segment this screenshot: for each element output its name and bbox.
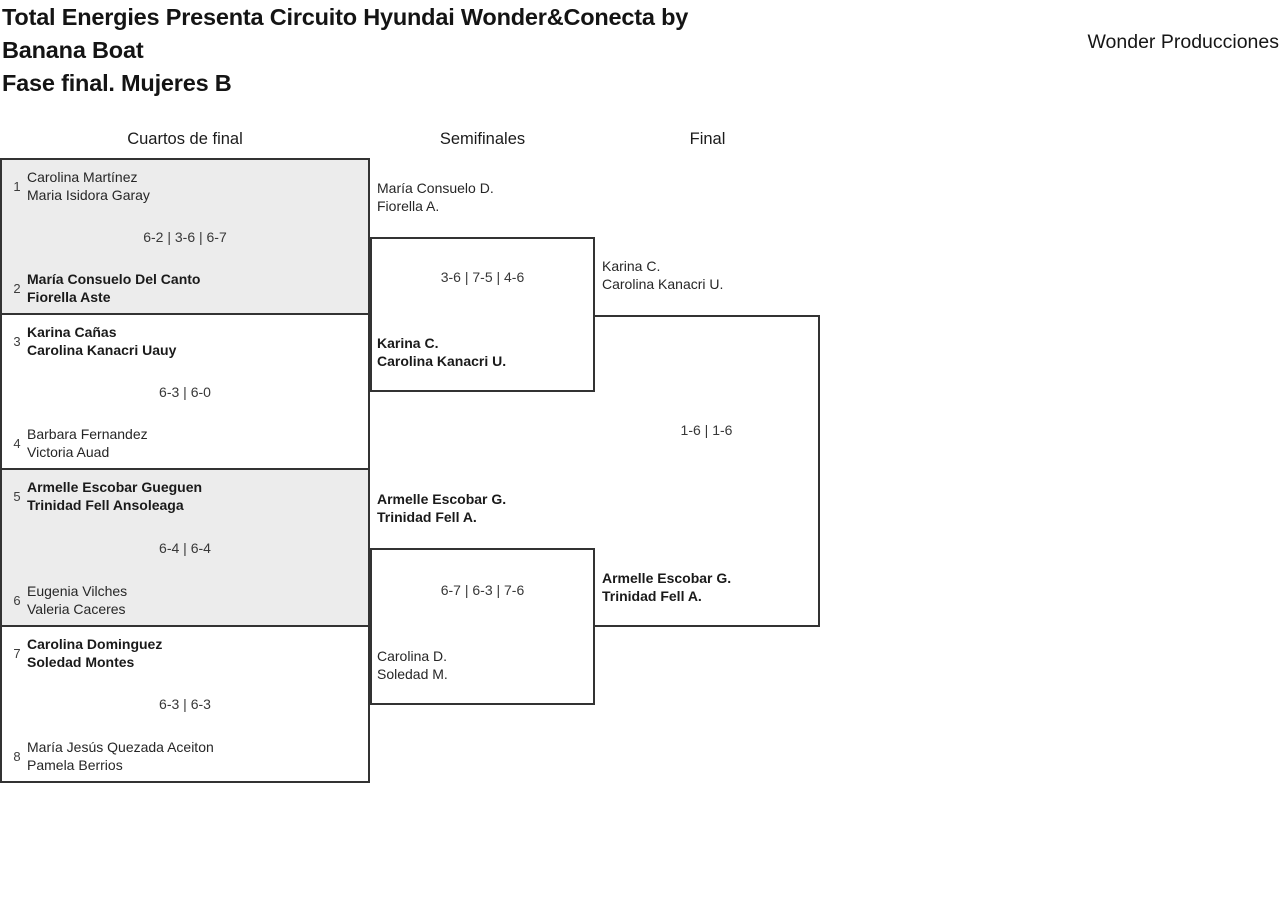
team-names: Carolina Martínez Maria Isidora Garay	[27, 168, 150, 204]
seed-number: 3	[13, 333, 21, 349]
team-row: 8 María Jesús Quezada Aceiton Pamela Ber…	[2, 738, 368, 774]
match-score: 1-6 | 1-6	[680, 422, 733, 438]
final-match: 1-6 | 1-6	[595, 315, 820, 627]
page-title: Total Energies Presenta Circuito Hyundai…	[2, 1, 688, 100]
player-name: Carolina Kanacri U.	[602, 276, 724, 292]
semifinal1-team-bottom: Karina C. Carolina Kanacri U.	[377, 334, 592, 370]
player-name: Carolina D.	[377, 648, 448, 664]
title-line-1: Total Energies Presenta Circuito Hyundai…	[2, 4, 689, 30]
player-name: Trinidad Fell A.	[377, 509, 477, 525]
player-name: María Consuelo Del Canto	[27, 271, 201, 287]
player-name: Carolina Kanacri U.	[377, 353, 507, 369]
team-names: María Consuelo Del Canto Fiorella Aste	[27, 270, 200, 306]
team-names: Eugenia Vilches Valeria Caceres	[27, 582, 127, 618]
seed-number: 7	[13, 645, 21, 661]
team-row: 7 Carolina Dominguez Soledad Montes	[2, 635, 368, 671]
player-name: Barbara Fernandez	[27, 426, 148, 442]
team-names: Barbara Fernandez Victoria Auad	[27, 425, 148, 461]
player-name: Karina C.	[602, 258, 661, 274]
team-row: 4 Barbara Fernandez Victoria Auad	[2, 425, 368, 461]
match-score: 6-3 | 6-3	[159, 696, 211, 712]
round-header-quarterfinals: Cuartos de final	[127, 130, 243, 148]
player-name: Victoria Auad	[27, 444, 110, 460]
team-names: Armelle Escobar Gueguen Trinidad Fell An…	[27, 478, 202, 514]
player-name: Fiorella A.	[377, 198, 440, 214]
player-name: Soledad M.	[377, 666, 448, 682]
final-team-bottom: Armelle Escobar G. Trinidad Fell A.	[602, 569, 817, 605]
player-name: Armelle Escobar Gueguen	[27, 479, 203, 495]
semifinal2-team-top: Armelle Escobar G. Trinidad Fell A.	[377, 490, 592, 526]
semifinal2-team-bottom: Carolina D. Soledad M.	[377, 647, 592, 683]
player-name: Carolina Dominguez	[27, 636, 163, 652]
match-score: 6-7 | 6-3 | 7-6	[440, 582, 525, 598]
round-header-semifinals: Semifinales	[439, 130, 526, 148]
team-row: 6 Eugenia Vilches Valeria Caceres	[2, 582, 368, 618]
player-name: Maria Isidora Garay	[27, 187, 150, 203]
round-header-final: Final	[689, 130, 726, 148]
quarterfinal-match-2: 3 Karina Cañas Carolina Kanacri Uauy 6-3…	[0, 313, 370, 470]
seed-number: 2	[13, 280, 21, 296]
player-name: Fiorella Aste	[27, 289, 111, 305]
team-names: María Jesús Quezada Aceiton Pamela Berri…	[27, 738, 214, 774]
organizer-label: Wonder Producciones	[1087, 31, 1280, 53]
quarterfinal-match-4: 7 Carolina Dominguez Soledad Montes 6-3 …	[0, 625, 370, 783]
semifinal-match-2: 6-7 | 6-3 | 7-6	[370, 548, 595, 705]
player-name: Soledad Montes	[27, 654, 135, 670]
team-names: Karina Cañas Carolina Kanacri Uauy	[27, 323, 176, 359]
player-name: María Jesús Quezada Aceiton	[27, 739, 214, 755]
semifinal-match-1: 3-6 | 7-5 | 4-6	[370, 237, 595, 392]
team-row: 3 Karina Cañas Carolina Kanacri Uauy	[2, 323, 368, 359]
team-row: 2 María Consuelo Del Canto Fiorella Aste	[2, 270, 368, 306]
quarterfinal-match-3: 5 Armelle Escobar Gueguen Trinidad Fell …	[0, 468, 370, 627]
player-name: Pamela Berrios	[27, 757, 123, 773]
player-name: Armelle Escobar G.	[602, 570, 732, 586]
match-score: 3-6 | 7-5 | 4-6	[440, 269, 525, 285]
seed-number: 6	[13, 592, 21, 608]
team-row: 1 Carolina Martínez Maria Isidora Garay	[2, 168, 368, 204]
player-name: Trinidad Fell Ansoleaga	[27, 497, 184, 513]
seed-number: 4	[13, 435, 21, 451]
player-name: Armelle Escobar G.	[377, 491, 507, 507]
player-name: Trinidad Fell A.	[602, 588, 702, 604]
seed-number: 1	[13, 178, 21, 194]
seed-number: 5	[13, 488, 21, 504]
match-score: 6-3 | 6-0	[159, 383, 211, 400]
semifinal1-team-top: María Consuelo D. Fiorella A.	[377, 179, 592, 215]
player-name: Carolina Martínez	[27, 169, 138, 185]
title-line-2: Banana Boat	[2, 37, 144, 63]
player-name: Karina Cañas	[27, 324, 117, 340]
seed-number: 8	[13, 748, 21, 764]
player-name: Karina C.	[377, 335, 439, 351]
player-name: Valeria Caceres	[27, 601, 126, 617]
match-score: 6-4 | 6-4	[159, 539, 211, 556]
player-name: Eugenia Vilches	[27, 583, 128, 599]
title-line-3: Fase final. Mujeres B	[2, 70, 232, 96]
match-score: 6-2 | 3-6 | 6-7	[143, 228, 227, 245]
team-names: Carolina Dominguez Soledad Montes	[27, 635, 162, 671]
player-name: Carolina Kanacri Uauy	[27, 342, 177, 358]
final-team-top: Karina C. Carolina Kanacri U.	[602, 257, 817, 293]
team-row: 5 Armelle Escobar Gueguen Trinidad Fell …	[2, 478, 368, 514]
quarterfinal-match-1: 1 Carolina Martínez Maria Isidora Garay …	[0, 158, 370, 315]
player-name: María Consuelo D.	[377, 180, 494, 196]
